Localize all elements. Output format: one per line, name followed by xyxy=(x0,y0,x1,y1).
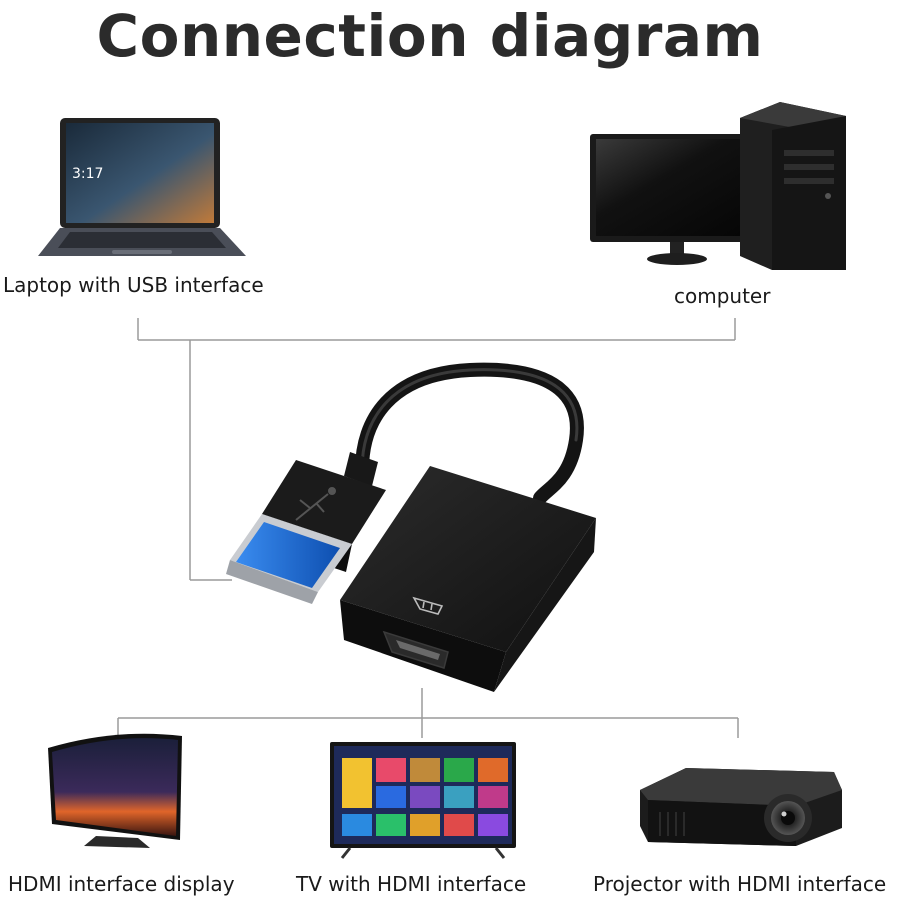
projector-label: Projector with HDMI interface xyxy=(593,872,887,896)
computer-label: computer xyxy=(674,284,771,308)
svg-text:3:17: 3:17 xyxy=(72,166,103,182)
diagram-title: Connection diagram xyxy=(96,2,764,70)
tv-label: TV with HDMI interface xyxy=(296,872,527,896)
tv-image xyxy=(330,742,516,859)
laptop-label: Laptop with USB interface xyxy=(3,273,264,297)
bottom-connector-lines xyxy=(117,688,739,738)
top-connector-lines xyxy=(137,318,736,581)
computer-image xyxy=(590,102,846,270)
tv-app-tiles xyxy=(342,758,508,836)
usb-hdmi-adapter-image xyxy=(226,362,596,692)
laptop-image: 3:17 xyxy=(38,118,246,256)
projector-image xyxy=(640,768,842,846)
curved-display-image xyxy=(48,733,182,848)
hdmi-display-label: HDMI interface display xyxy=(8,872,235,896)
